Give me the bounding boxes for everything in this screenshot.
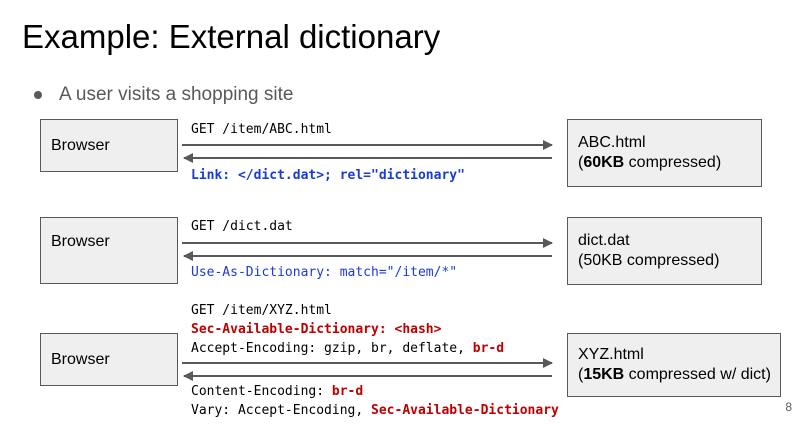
- request-line-dict-header: Sec-Available-Dictionary: <hash>: [191, 322, 442, 337]
- browser-box-1: Browser: [40, 119, 178, 172]
- br-d-token-response: br-d: [331, 384, 364, 399]
- response-line-vary: Vary: Accept-Encoding, Sec-Available-Dic…: [191, 403, 559, 418]
- page-number: 8: [785, 400, 792, 414]
- response-line-content-encoding: Content-Encoding: br-d: [191, 384, 364, 399]
- response-text-1: Link: </dict.dat>; rel="dictionary": [191, 168, 465, 183]
- server-file-3: XYZ.html: [578, 346, 644, 363]
- bullet-item: A user visits a shopping site: [34, 84, 293, 106]
- server-size-2: (50KB compressed): [578, 252, 720, 269]
- browser-box-3: Browser: [40, 333, 178, 386]
- browser-box-2: Browser: [40, 217, 178, 284]
- bullet-text: A user visits a shopping site: [59, 84, 294, 105]
- server-box-1: ABC.html (60KB compressed): [567, 119, 762, 187]
- request-text-2: GET /dict.dat: [191, 219, 293, 234]
- server-file-1: ABC.html: [578, 134, 646, 151]
- server-file-2: dict.dat: [578, 232, 630, 249]
- request-text-1: GET /item/ABC.html: [191, 122, 332, 137]
- request-line-get: GET /item/XYZ.html: [191, 303, 332, 318]
- browser-label-1: Browser: [51, 136, 110, 154]
- browser-label-2: Browser: [51, 232, 110, 250]
- server-box-3: XYZ.html (15KB compressed w/ dict): [567, 333, 781, 397]
- server-size-3: (15KB compressed w/ dict): [578, 366, 771, 383]
- request-line-accept-encoding: Accept-Encoding: gzip, br, deflate, br-d: [191, 341, 505, 356]
- vary-dict-token: Sec-Available-Dictionary: [371, 403, 559, 418]
- response-text-2: Use-As-Dictionary: match="/item/*": [191, 265, 458, 280]
- browser-label-3: Browser: [51, 350, 110, 368]
- slide-title: Example: External dictionary: [22, 18, 441, 55]
- bullet-dot-icon: [34, 91, 42, 99]
- server-size-1: (60KB compressed): [578, 154, 722, 171]
- server-box-2: dict.dat (50KB compressed): [567, 217, 762, 285]
- br-d-token-request: br-d: [472, 341, 505, 356]
